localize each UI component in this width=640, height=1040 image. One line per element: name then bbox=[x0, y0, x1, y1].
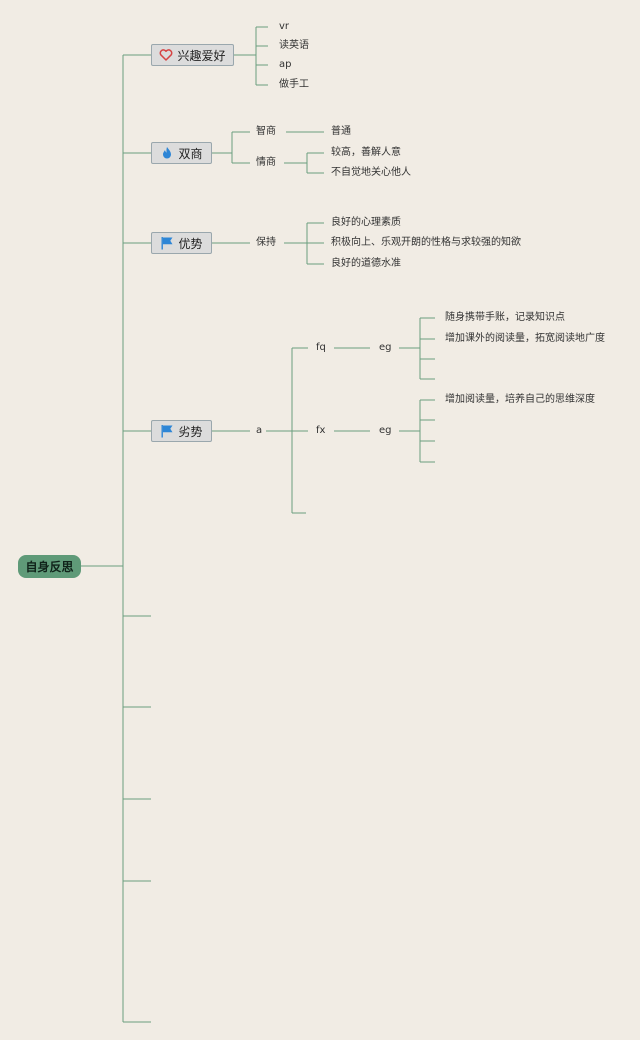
fq-eg-label: eg bbox=[379, 342, 392, 353]
qingshang-value-1: 较高，善解人意 bbox=[331, 147, 401, 158]
node-strength[interactable]: 优势 bbox=[151, 232, 212, 254]
fx-eg-label: eg bbox=[379, 425, 392, 436]
keep-item-3: 良好的道德水准 bbox=[331, 258, 401, 269]
keep-label: 保持 bbox=[256, 237, 276, 248]
hobby-item-english: 读英语 bbox=[279, 40, 309, 51]
keep-item-2: 积极向上、乐观开朗的性格与求较强的知欲 bbox=[331, 237, 521, 248]
node-weakness-label: 劣势 bbox=[178, 424, 203, 439]
node-hobby[interactable]: 兴趣爱好 bbox=[151, 44, 234, 66]
hobby-item-vr: vr bbox=[279, 21, 290, 32]
zhishang-value: 普通 bbox=[331, 126, 351, 137]
root-node[interactable]: 自身反思 bbox=[18, 555, 81, 578]
node-strength-label: 优势 bbox=[178, 236, 203, 251]
flame-icon bbox=[160, 146, 174, 160]
root-label: 自身反思 bbox=[25, 560, 74, 574]
hobby-item-ap: ap bbox=[279, 59, 292, 70]
heart-icon bbox=[159, 48, 173, 62]
qingshang-value-2: 不自觉地关心他人 bbox=[331, 167, 411, 178]
hobby-item-handcraft: 做手工 bbox=[279, 79, 309, 90]
flag-icon bbox=[160, 236, 174, 250]
node-hobby-label: 兴趣爱好 bbox=[177, 48, 226, 63]
fq-item-1: 随身携带手账，记录知识点 bbox=[445, 312, 565, 323]
fx-item-1: 增加阅读量，培养自己的思维深度 bbox=[445, 394, 595, 405]
weakness-a-label: a bbox=[256, 425, 263, 436]
qingshang-label: 情商 bbox=[256, 157, 276, 168]
fq-label: fq bbox=[316, 342, 326, 353]
node-shuangshang[interactable]: 双商 bbox=[151, 142, 212, 164]
node-weakness[interactable]: 劣势 bbox=[151, 420, 212, 442]
keep-item-1: 良好的心理素质 bbox=[331, 217, 401, 228]
flag-icon bbox=[160, 424, 174, 438]
fq-item-2: 增加课外的阅读量，拓宽阅读地广度 bbox=[445, 333, 605, 344]
fx-label: fx bbox=[316, 425, 326, 436]
zhishang-label: 智商 bbox=[256, 126, 276, 137]
node-shuangshang-label: 双商 bbox=[178, 146, 203, 161]
